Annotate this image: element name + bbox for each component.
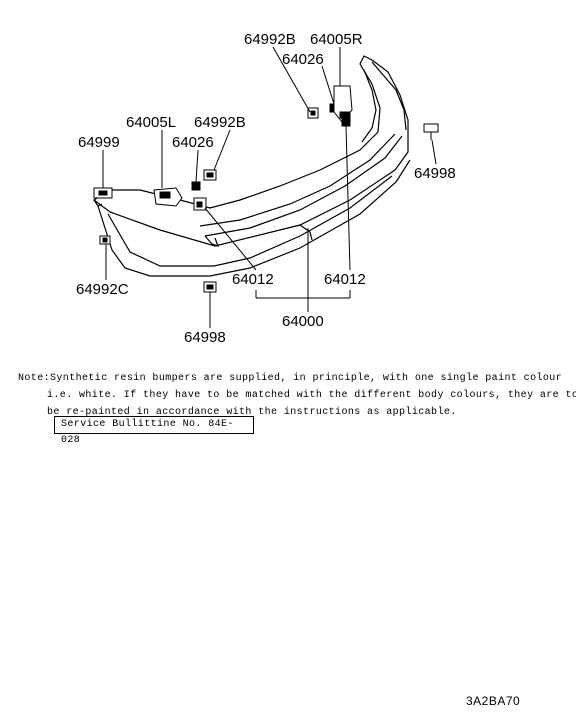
screw-64998-bottom xyxy=(203,281,217,293)
screw-64998-right xyxy=(423,123,439,140)
label-64026-mid: 64026 xyxy=(172,134,214,151)
bumper-body xyxy=(92,55,409,247)
bracket-64012-right xyxy=(341,117,351,127)
label-64012-right: 64012 xyxy=(324,271,366,288)
label-64005R: 64005R xyxy=(310,31,363,48)
label-64012-left: 64012 xyxy=(232,271,274,288)
leader-64012-right xyxy=(345,125,351,271)
bumper-end-cap xyxy=(93,199,103,207)
leader-64026-mid xyxy=(195,149,199,183)
bracket-64005L xyxy=(153,187,183,207)
bumper-groove xyxy=(199,133,396,227)
leader-64992B-mid xyxy=(213,129,231,171)
label-64992B-mid: 64992B xyxy=(194,114,246,131)
clip-64026-mid xyxy=(191,181,201,191)
bumper-side-wing xyxy=(371,61,407,131)
bumper-step xyxy=(299,224,313,241)
note-line-3: be re-painted in accordance with the ins… xyxy=(47,407,457,418)
label-64998-right: 64998 xyxy=(414,165,456,182)
leader-lines xyxy=(102,46,437,328)
label-64992B-top: 64992B xyxy=(244,31,296,48)
bumper-side-inner xyxy=(361,69,377,143)
bracket-64012-left xyxy=(193,197,207,211)
nut-64992B-mid xyxy=(203,169,217,181)
bumper-recess xyxy=(204,235,220,247)
clip-64999 xyxy=(93,187,113,199)
bracket-64005R xyxy=(333,85,353,123)
leader-64026-top xyxy=(321,65,335,105)
paint-note: Note:Synthetic resin bumpers are supplie… xyxy=(18,370,576,421)
service-bulletin-box: Service Bullittine No. 84E-028 xyxy=(54,416,254,446)
leader-64012-left xyxy=(204,207,257,271)
figure-code: 3A2BA70 xyxy=(466,694,521,708)
label-64026-top: 64026 xyxy=(282,51,324,68)
label-64992C: 64992C xyxy=(76,281,129,298)
nut-64992B-top xyxy=(307,107,319,119)
leader-64998-right xyxy=(431,139,437,165)
label-64999: 64999 xyxy=(78,134,120,151)
leader-64992B-top xyxy=(272,46,311,113)
label-64998-bottom: 64998 xyxy=(184,329,226,346)
bumper-drawing xyxy=(92,55,411,277)
bumper-lower-edge xyxy=(97,159,411,277)
bumper-groove-2 xyxy=(204,135,403,237)
note-line-2: i.e. white. If they have to be matched w… xyxy=(47,390,576,401)
label-64005L: 64005L xyxy=(126,114,176,131)
label-64000: 64000 xyxy=(282,313,324,330)
nut-64992C xyxy=(99,235,111,245)
note-line-1: Note:Synthetic resin bumpers are supplie… xyxy=(18,373,563,384)
part-number-labels: 64992B 64005R 64026 64005L 64992B 64999 … xyxy=(76,31,456,346)
bumper-face-line xyxy=(107,175,393,267)
